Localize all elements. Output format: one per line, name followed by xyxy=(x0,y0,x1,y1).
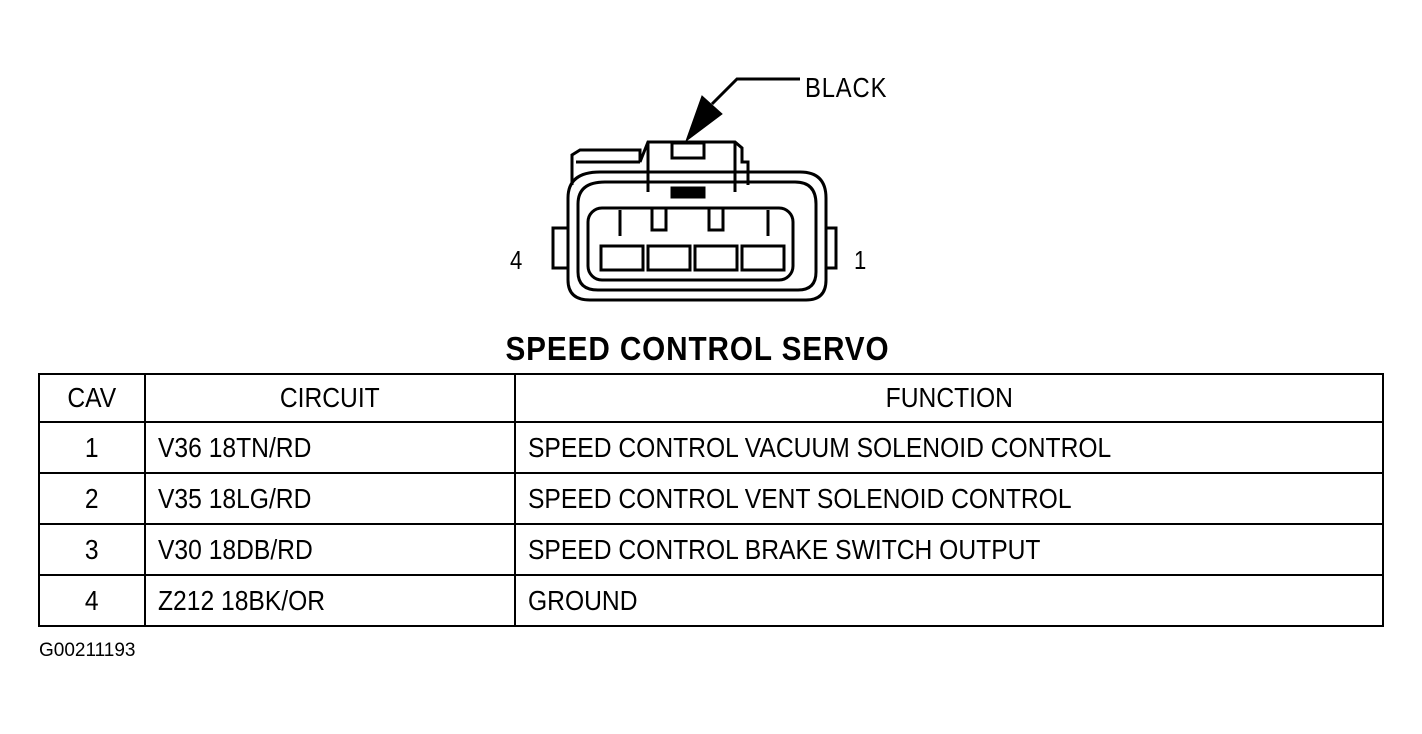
table-row: 4 Z212 18BK/OR GROUND xyxy=(38,574,1384,627)
header-function: FUNCTION xyxy=(514,373,1384,423)
pinout-table: CAV CIRCUIT FUNCTION 1 V36 18TN/RD SPEED… xyxy=(38,373,1384,627)
circuit-cell: Z212 18BK/OR xyxy=(144,574,516,627)
header-circuit: CIRCUIT xyxy=(144,373,516,423)
circuit-cell: V35 18LG/RD xyxy=(144,472,516,525)
connector-housing xyxy=(551,140,838,302)
component-title: SPEED CONTROL SERVO xyxy=(505,330,890,367)
table-row: 1 V36 18TN/RD SPEED CONTROL VACUUM SOLEN… xyxy=(38,421,1384,474)
connector-diagram xyxy=(551,77,838,302)
cav-cell: 3 xyxy=(38,523,146,576)
pin-number-right: 1 xyxy=(854,245,867,275)
cav-cell: 1 xyxy=(38,421,146,474)
function-cell: SPEED CONTROL VENT SOLENOID CONTROL xyxy=(514,472,1384,525)
function-cell: GROUND xyxy=(514,574,1384,627)
cav-cell: 2 xyxy=(38,472,146,525)
table-row: 2 V35 18LG/RD SPEED CONTROL VENT SOLENOI… xyxy=(38,472,1384,525)
circuit-cell: V30 18DB/RD xyxy=(144,523,516,576)
callout-arrow xyxy=(684,77,800,143)
cav-cell: 4 xyxy=(38,574,146,627)
figure-id: G00211193 xyxy=(39,640,136,661)
wire-color-callout-label: BLACK xyxy=(805,72,888,103)
table-row: 3 V30 18DB/RD SPEED CONTROL BRAKE SWITCH… xyxy=(38,523,1384,576)
function-cell: SPEED CONTROL VACUUM SOLENOID CONTROL xyxy=(514,421,1384,474)
function-cell: SPEED CONTROL BRAKE SWITCH OUTPUT xyxy=(514,523,1384,576)
header-cav: CAV xyxy=(38,373,146,423)
pin-number-left: 4 xyxy=(510,245,523,275)
circuit-cell: V36 18TN/RD xyxy=(144,421,516,474)
table-header-row: CAV CIRCUIT FUNCTION xyxy=(38,373,1384,423)
